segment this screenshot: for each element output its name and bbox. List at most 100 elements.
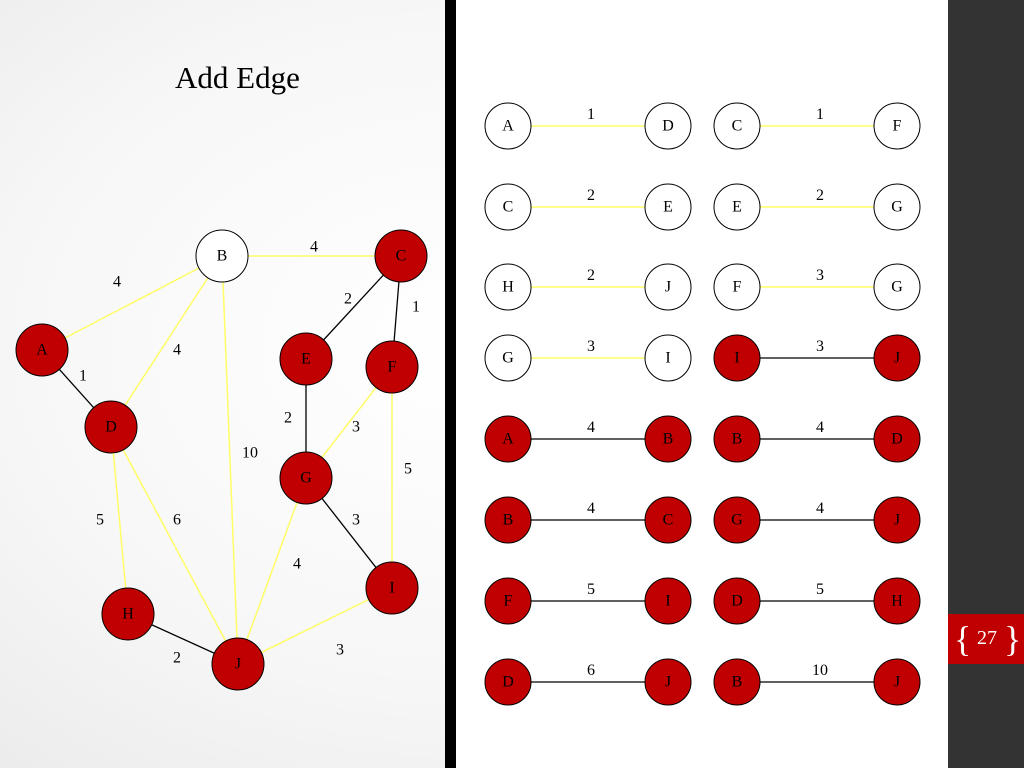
- edge-list-node-to: [873, 496, 921, 544]
- right-brace-icon: }: [1004, 619, 1022, 659]
- edge-list-node-from: [484, 496, 532, 544]
- edge-list-node-label-to: J: [665, 279, 671, 296]
- edge-weight-C-E: 2: [344, 291, 352, 308]
- edge-list-node-label-to: G: [891, 199, 903, 216]
- edge-weight-B-D: 4: [173, 342, 181, 359]
- edge-list-node-label-to: C: [663, 512, 674, 529]
- edge-list-node-label-to: J: [894, 674, 900, 691]
- edge-list-node-to: [873, 102, 921, 150]
- edge-list-weight: 4: [587, 419, 595, 436]
- edge-list-weight: 5: [587, 581, 595, 598]
- node-H: H: [101, 587, 155, 641]
- edge-list-node-label-to: I: [665, 350, 670, 367]
- edge-list-weight: 1: [816, 106, 824, 123]
- edge-weight-D-H: 5: [96, 512, 104, 529]
- edge-list-weight: 2: [587, 267, 595, 284]
- node-circle-C: [374, 229, 428, 283]
- edge-list-weight: 4: [587, 500, 595, 517]
- edge-list-node-to: [644, 577, 692, 625]
- edge-list-node-from: [484, 183, 532, 231]
- node-circle-A: [15, 323, 69, 377]
- node-circle-B: [195, 229, 249, 283]
- node-circle-D: [84, 400, 138, 454]
- edge-weight-F-G: 3: [352, 419, 360, 436]
- edge-list-node-to: [644, 658, 692, 706]
- edge-weight-F-I: 5: [404, 461, 412, 478]
- edge-list-node-to: [873, 415, 921, 463]
- edge-weight-B-J: 10: [242, 445, 258, 462]
- edge-list-node-label-from: C: [732, 118, 743, 135]
- page-number: 27: [977, 627, 997, 649]
- node-label-C: C: [396, 248, 407, 265]
- edge-list-weight: 3: [816, 267, 824, 284]
- edge-list-node-label-from: B: [732, 674, 743, 691]
- node-circle-E: [279, 332, 333, 386]
- edge-weight-I-J: 3: [336, 642, 344, 659]
- edge-list-node-label-from: F: [504, 593, 513, 610]
- edge-list-node-to: [873, 577, 921, 625]
- edge-list-node-label-from: C: [503, 199, 514, 216]
- edge-list-weight: 4: [816, 419, 824, 436]
- edge-list-node-label-to: G: [891, 279, 903, 296]
- edge-D-H: [110, 426, 129, 615]
- node-label-G: G: [300, 470, 312, 487]
- edge-list-weight: 4: [816, 500, 824, 517]
- node-label-B: B: [217, 248, 228, 265]
- edge-list-node-label-from: A: [502, 118, 514, 135]
- node-E: E: [279, 332, 333, 386]
- edge-list-node-label-from: B: [503, 512, 514, 529]
- node-I: I: [365, 561, 419, 615]
- edge-list-node-from: [713, 334, 761, 382]
- edge-weight-E-G: 2: [284, 410, 292, 427]
- edge-list-node-label-to: D: [891, 431, 903, 448]
- edge-list-row-left-6: 4B C: [484, 496, 692, 544]
- node-F: F: [365, 340, 419, 394]
- edge-weight-A-B: 4: [113, 274, 121, 291]
- node-label-H: H: [122, 606, 134, 623]
- node-circle-F: [365, 340, 419, 394]
- node-label-I: I: [389, 580, 394, 597]
- edge-list-node-label-from: D: [731, 593, 743, 610]
- edge-list-weight: 10: [812, 662, 828, 679]
- edge-weight-B-C: 4: [310, 239, 318, 256]
- edge-D-J: [110, 426, 239, 665]
- edge-B-D: [110, 255, 223, 428]
- edge-list-row-right-5: 4B D: [713, 415, 921, 463]
- edge-list-node-to: [873, 334, 921, 382]
- node-B: B: [195, 229, 249, 283]
- edge-list-node-from: [713, 496, 761, 544]
- edge-list-node-label-to: F: [893, 118, 902, 135]
- edge-list-weight: 6: [587, 662, 595, 679]
- edge-I-J: [237, 587, 393, 665]
- edge-list-row-right-8: 10B J: [713, 658, 921, 706]
- edge-list-node-to: [873, 263, 921, 311]
- edge-list-node-from: [484, 263, 532, 311]
- edge-list-node-to: [644, 496, 692, 544]
- page-number-box: { 27 }: [948, 614, 1024, 664]
- edge-list-weight: 3: [587, 338, 595, 355]
- edge-list-node-to: [644, 183, 692, 231]
- edge-list-node-to: [644, 263, 692, 311]
- edge-list-weight: 2: [587, 187, 595, 204]
- left-brace-icon: {: [954, 619, 972, 659]
- slide-title: Add Edge: [175, 60, 300, 95]
- edge-list-node-label-to: I: [665, 593, 670, 610]
- edge-list-node-label-from: D: [502, 674, 514, 691]
- edge-list-node-label-from: B: [732, 431, 743, 448]
- edge-list-node-from: [713, 263, 761, 311]
- edge-list-node-label-to: H: [891, 593, 903, 610]
- edge-list-node-from: [484, 415, 532, 463]
- edge-list-weight: 1: [587, 106, 595, 123]
- node-A: A: [15, 323, 69, 377]
- node-circle-G: [279, 451, 333, 505]
- edge-B-J: [221, 255, 239, 665]
- edge-G-J: [237, 477, 307, 665]
